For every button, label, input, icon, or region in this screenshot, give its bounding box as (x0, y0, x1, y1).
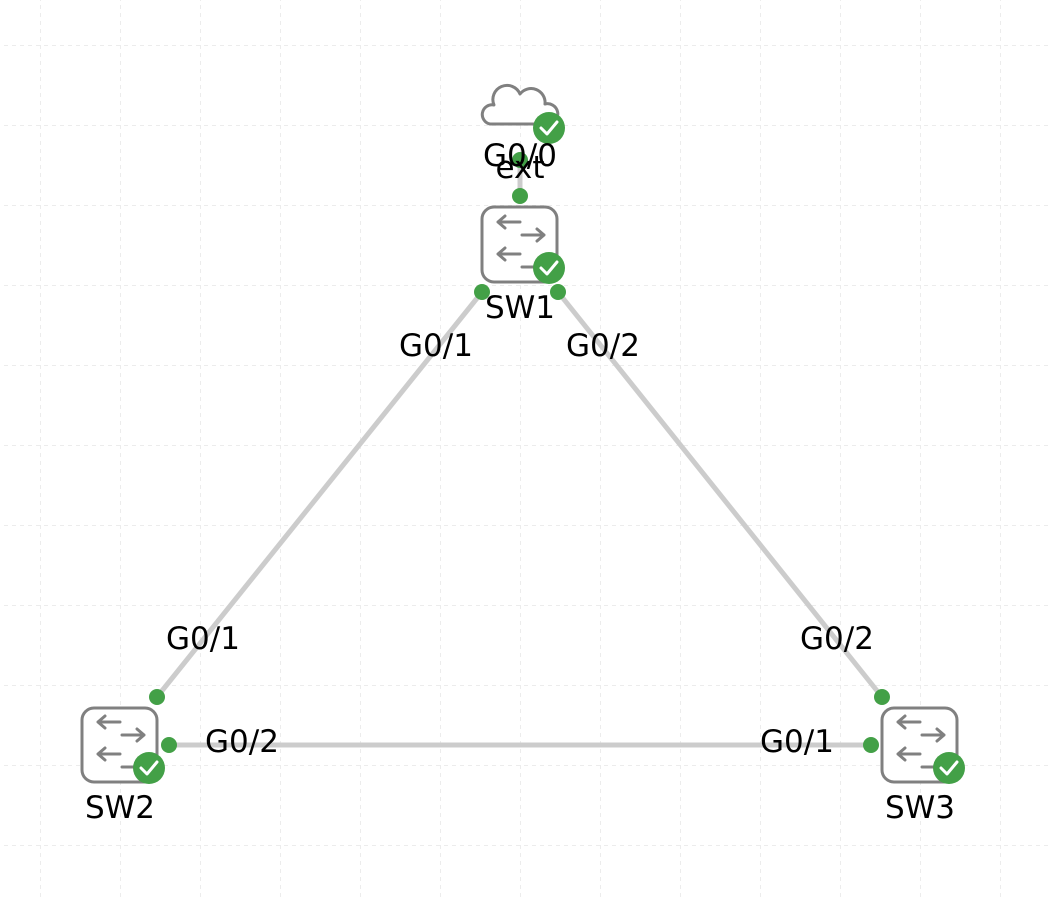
node-label-sw2: SW2 (85, 790, 155, 826)
link-sw1-sw3[interactable] (556, 290, 884, 699)
interface-dots (149, 152, 890, 753)
status-ok-icon (533, 252, 565, 284)
interface-dot-ext-g0-0[interactable] (512, 152, 528, 168)
interface-dot-sw2-g0-2[interactable] (161, 737, 177, 753)
interface-label-sw3-g0-2: G0/2 (800, 621, 874, 657)
link-sw1-sw2[interactable] (155, 290, 484, 699)
interface-dot-sw2-g0-1[interactable] (149, 689, 165, 705)
interface-dot-sw3-g0-2[interactable] (874, 689, 890, 705)
node-label-sw3: SW3 (885, 790, 955, 826)
interface-label-sw1-g0-1: G0/1 (399, 328, 473, 364)
interface-label-sw2-g0-1: G0/1 (166, 621, 240, 657)
interface-label-sw3-g0-1: G0/1 (760, 724, 834, 760)
node-label-sw1: SW1 (485, 290, 555, 326)
status-ok-icon (933, 752, 965, 784)
interface-dot-sw1-g0-1[interactable] (474, 284, 490, 300)
interface-label-sw2-g0-2: G0/2 (205, 724, 279, 760)
status-ok-icon (133, 752, 165, 784)
node-sw1[interactable] (480, 205, 565, 284)
node-sw2[interactable] (80, 706, 165, 784)
node-label-ext: ext (495, 150, 544, 186)
node-ext[interactable] (480, 83, 565, 144)
status-ok-icon (533, 112, 565, 144)
links-layer (155, 160, 884, 748)
interface-dot-sw1-top[interactable] (512, 188, 528, 204)
interface-dot-sw1-g0-2[interactable] (550, 284, 566, 300)
cloud-icon (480, 83, 560, 126)
node-sw3[interactable] (880, 706, 965, 784)
interface-label-ext-g0-0: G0/0 (483, 138, 557, 174)
interface-dot-sw3-g0-1[interactable] (863, 737, 879, 753)
interface-label-sw1-g0-2: G0/2 (566, 328, 640, 364)
